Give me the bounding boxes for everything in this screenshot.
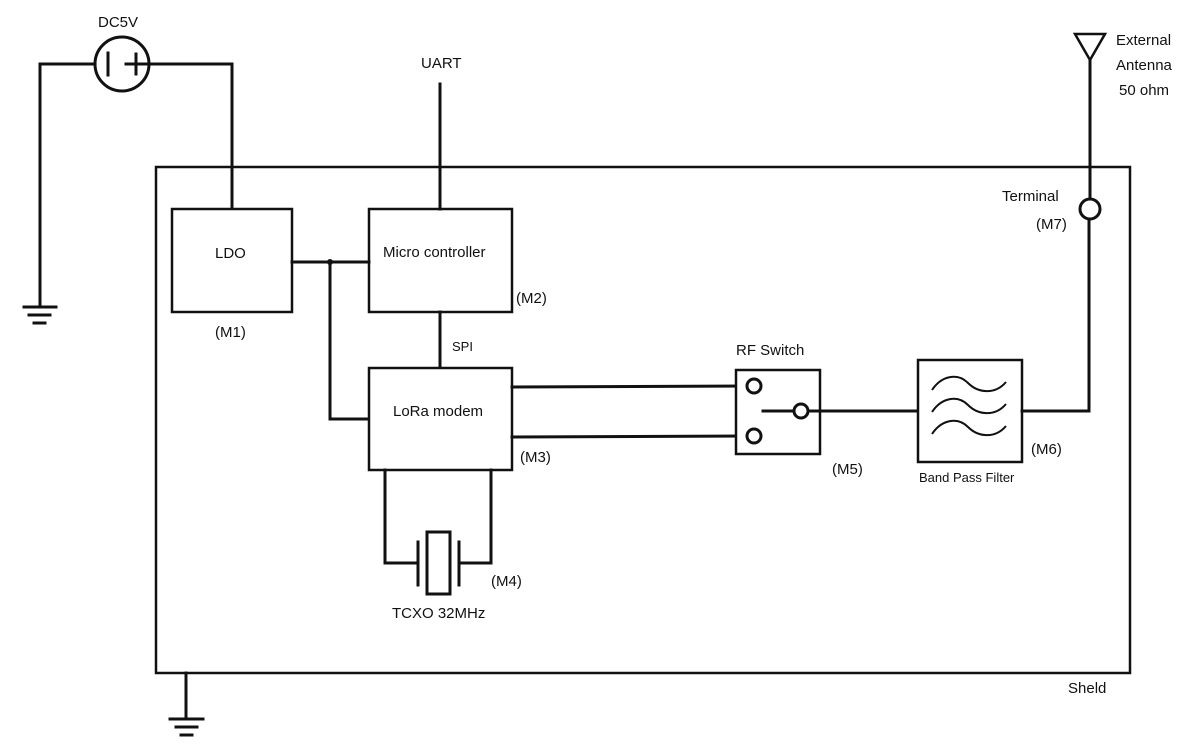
terminal-label: Terminal [1002,188,1059,205]
bpf-id: (M6) [1031,441,1062,458]
tcxo-label: TCXO 32MHz [392,605,485,622]
terminal-icon [1078,197,1102,221]
antenna-label-1: External [1116,32,1171,49]
tcxo-id: (M4) [491,573,522,590]
lora-label: LoRa modem [393,403,483,420]
filter-icon [931,375,1007,437]
uart-label: UART [421,55,462,72]
terminal-id: (M7) [1036,216,1067,233]
power-label: DC5V [98,14,138,31]
ldo-block [170,207,294,314]
rf-tx-wire [510,384,749,389]
tcxo-wire-left [383,468,420,565]
ldo-label: LDO [215,245,246,262]
lora-block [367,366,514,472]
crystal-icon [416,530,461,596]
shield-ground-icon [168,671,205,737]
dc-negative-wire [38,62,97,308]
antenna-label-2: Antenna [1116,57,1173,74]
mcu-id: (M2) [516,290,547,307]
switch-icon [745,377,810,445]
dc-ground-icon [22,305,58,325]
antenna-label-3: 50 ohm [1119,82,1169,99]
ldo-id: (M1) [215,324,246,341]
dc-positive-wire [147,62,234,211]
shield-label: Sheld [1068,680,1106,697]
mcu-label: Micro controller [383,244,486,261]
tcxo-wire-right [457,468,493,565]
dc-source-icon [93,35,151,93]
rf-rx-wire [510,434,749,439]
lora-id: (M3) [520,449,551,466]
antenna-icon [1072,32,1108,63]
bpf-block [916,358,1024,464]
rf-switch-id: (M5) [832,461,863,478]
ldo-lora-wire [328,260,371,421]
rf-switch-label: RF Switch [736,342,804,359]
spi-label: SPI [452,339,473,354]
bpf-label: Band Pass Filter [919,470,1015,485]
bpf-terminal-wire [1020,218,1091,413]
shield-enclosure [154,165,1132,675]
